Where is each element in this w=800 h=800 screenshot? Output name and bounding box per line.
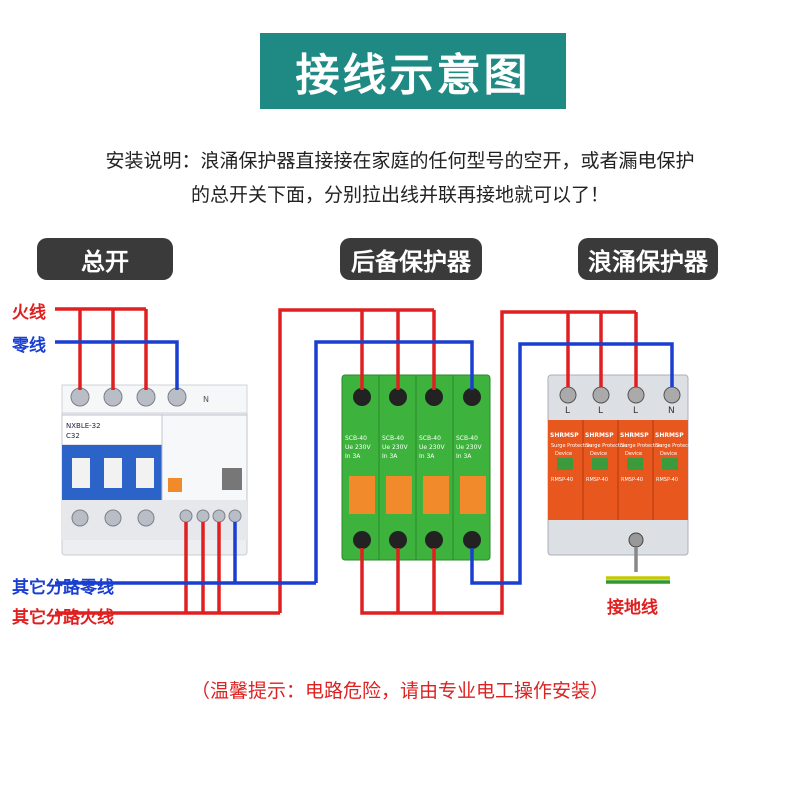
spd-brand-3: SHRMSP: [620, 432, 649, 439]
spd-desc2-3: Device: [625, 451, 642, 457]
spd-terminal-label-3: L: [633, 406, 638, 416]
spd-desc1-4: Surge Protective: [656, 443, 697, 449]
backup-rating-ue-1: Ue 230V: [345, 444, 371, 451]
live-wires: [55, 307, 638, 615]
spd-model-1: RMSP-40: [551, 477, 573, 483]
spd-desc1-3: Surge Protective: [621, 443, 662, 449]
label-neutral: 零线: [12, 336, 46, 356]
backup-module-label-3: SCB-40: [419, 435, 441, 442]
backup-protector-device: SCB-40 Ue 230V In 3A SCB-40 Ue 230V In 3…: [341, 374, 491, 561]
label-ground: 接地线: [607, 598, 658, 618]
backup-module-label-4: SCB-40: [456, 435, 478, 442]
backup-rating-ue-3: Ue 230V: [419, 444, 445, 451]
spd-terminal-label-1: L: [565, 406, 570, 416]
label-live: 火线: [12, 303, 46, 323]
label-main-switch: 总开: [37, 238, 173, 280]
spd-module-labels: SHRMSP Surge Protective Device RMSP-40 S…: [550, 432, 697, 483]
backup-rating-ue-2: Ue 230V: [382, 444, 408, 451]
backup-module-labels: SCB-40 Ue 230V In 3A SCB-40 Ue 230V In 3…: [345, 435, 482, 460]
label-backup-protector: 后备保护器: [340, 238, 482, 280]
spd-model-2: RMSP-40: [586, 477, 608, 483]
backup-rating-in-2: In 3A: [382, 453, 398, 460]
spd-model-4: RMSP-40: [656, 477, 678, 483]
label-branch-live: 其它分路火线: [12, 608, 114, 628]
safety-warning: （温馨提示：电路危险，请由专业电工操作安装）: [190, 680, 609, 702]
spd-brand-2: SHRMSP: [585, 432, 614, 439]
backup-rating-in-3: In 3A: [419, 453, 435, 460]
main-switch-model: NXBLE-32: [66, 422, 101, 430]
spd-model-3: RMSP-40: [621, 477, 643, 483]
backup-rating-ue-4: Ue 230V: [456, 444, 482, 451]
backup-rating-in-4: In 3A: [456, 453, 472, 460]
title-banner: 接线示意图: [260, 33, 566, 109]
backup-rating-in-1: In 3A: [345, 453, 361, 460]
spd-desc1-2: Surge Protective: [586, 443, 627, 449]
surge-protector-device: L L L N SHRMSP Surge Protective Device R…: [547, 374, 697, 556]
spd-brand-1: SHRMSP: [550, 432, 579, 439]
spd-terminal-label-2: L: [598, 406, 603, 416]
spd-desc2-4: Device: [660, 451, 677, 457]
label-surge-protector: 浪涌保护器: [578, 238, 718, 280]
spd-desc1-1: Surge Protective: [551, 443, 592, 449]
spd-brand-4: SHRMSP: [655, 432, 684, 439]
instruction-line-2: 的总开关下面，分别拉出线并联再接地就可以了！: [190, 184, 609, 206]
spd-desc2-2: Device: [590, 451, 607, 457]
main-switch-n-label: N: [203, 395, 209, 404]
ground-wire: [606, 547, 670, 584]
main-switch-rating: C32: [66, 432, 80, 440]
page-title: 接线示意图: [295, 50, 531, 101]
instruction-line-1: 安装说明：浪涌保护器直接接在家庭的任何型号的空开，或者漏电保护: [105, 150, 695, 172]
spd-terminal-label-4: N: [668, 406, 675, 416]
main-switch-device: N NXBLE-32 C32: [61, 384, 248, 556]
backup-module-label-2: SCB-40: [382, 435, 404, 442]
label-branch-neutral: 其它分路零线: [12, 578, 114, 598]
backup-module-label-1: SCB-40: [345, 435, 367, 442]
spd-desc2-1: Device: [555, 451, 572, 457]
neutral-wires: [55, 340, 674, 585]
